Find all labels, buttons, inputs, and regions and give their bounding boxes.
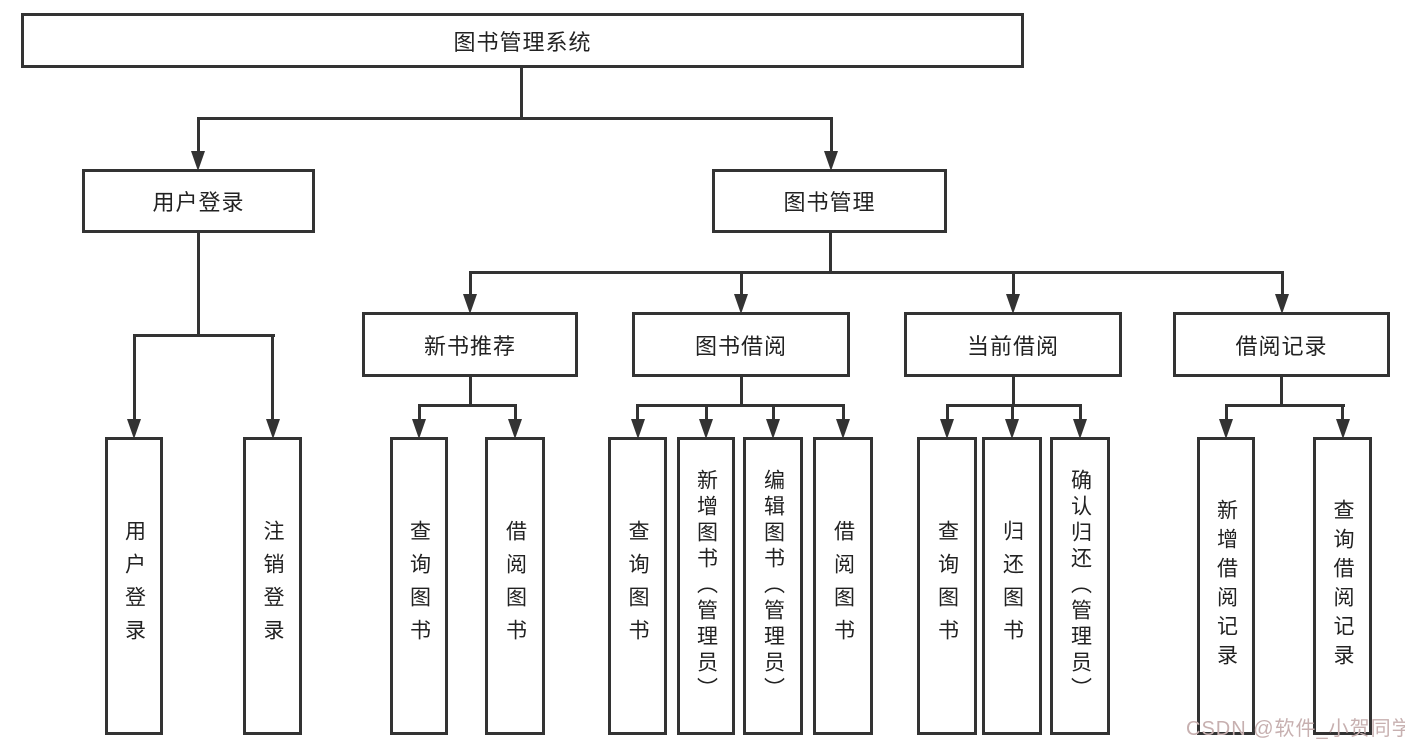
leaf-query-book-2: 查询图书 [608, 437, 667, 735]
connector-line [636, 405, 639, 423]
arrow-down-icon [630, 419, 645, 439]
arrow-down-icon [412, 419, 426, 439]
connector-line [945, 403, 1082, 407]
leaf-query-book-2-label: 查询图书 [626, 520, 649, 652]
leaf-add-borrow-record: 新增借阅记录 [1197, 437, 1255, 735]
arrow-down-icon [824, 151, 838, 171]
connector-line [196, 116, 833, 120]
arrow-down-icon [127, 419, 141, 439]
connector-line [1341, 405, 1344, 423]
node-user-login-label: 用户登录 [152, 190, 245, 215]
connector-line [1011, 272, 1015, 298]
connector-line [513, 405, 517, 423]
node-root: 图书管理系统 [21, 13, 1024, 68]
connector-line [829, 118, 833, 155]
arrow-down-icon [463, 294, 477, 314]
connector-line [519, 68, 523, 120]
leaf-logout-label: 注销登录 [261, 520, 284, 652]
node-current-borrow: 当前借阅 [904, 312, 1122, 377]
arrow-down-icon [836, 419, 850, 439]
connector-line [468, 377, 472, 407]
leaf-edit-book-admin-label: 编辑图书（管理员） [761, 469, 785, 703]
connector-line [841, 405, 845, 423]
connector-line [1279, 377, 1283, 407]
connector-line [1224, 405, 1228, 423]
leaf-query-book-3-label: 查询图书 [935, 520, 959, 652]
connector-line [1280, 272, 1284, 298]
arrow-down-icon [940, 419, 954, 439]
node-borrow-record: 借阅记录 [1173, 312, 1390, 377]
connector-line [945, 405, 949, 423]
csdn-watermark: CSDN @软件_小贺同学 [1186, 718, 1405, 740]
arrow-down-icon [1275, 294, 1289, 314]
leaf-query-book-1: 查询图书 [390, 437, 448, 735]
connector-line [132, 333, 275, 337]
connector-line [771, 405, 775, 423]
connector-line [271, 335, 274, 423]
node-borrow-record-label: 借阅记录 [1235, 333, 1328, 359]
connector-line [704, 405, 708, 423]
arrow-down-icon [1006, 294, 1020, 314]
node-book-borrow-label: 图书借阅 [694, 333, 787, 359]
arrow-down-icon [1005, 419, 1019, 439]
leaf-borrow-book-1: 借阅图书 [485, 437, 545, 735]
arrow-down-icon [1335, 419, 1350, 439]
connector-line [468, 272, 472, 298]
connector-line [468, 270, 1284, 274]
leaf-edit-book-admin: 编辑图书（管理员） [743, 437, 803, 735]
node-user-login: 用户登录 [82, 169, 315, 233]
connector-line [1011, 377, 1015, 407]
connector-line [635, 403, 845, 407]
connector-line [196, 233, 200, 337]
node-book-borrow: 图书借阅 [632, 312, 850, 377]
leaf-return-book-label: 归还图书 [1000, 520, 1024, 652]
node-book-management-label: 图书管理 [783, 190, 876, 215]
connector-line [1010, 405, 1014, 423]
leaf-user-login: 用户登录 [105, 437, 163, 735]
arrow-down-icon [1073, 419, 1087, 439]
arrow-down-icon [508, 419, 522, 439]
arrow-down-icon [1219, 419, 1233, 439]
node-current-borrow-label: 当前借阅 [966, 333, 1059, 359]
leaf-borrow-book-2: 借阅图书 [813, 437, 873, 735]
node-book-management: 图书管理 [712, 169, 947, 233]
leaf-borrow-book-2-label: 借阅图书 [831, 520, 855, 652]
connector-line [132, 335, 136, 423]
leaf-add-borrow-record-label: 新增借阅记录 [1214, 499, 1238, 673]
connector-line [417, 403, 517, 407]
connector-line [739, 272, 743, 298]
leaf-logout: 注销登录 [243, 437, 302, 735]
arrow-down-icon [734, 294, 748, 314]
leaf-add-book-admin: 新增图书（管理员） [677, 437, 735, 735]
leaf-query-borrow-record: 查询借阅记录 [1313, 437, 1372, 735]
leaf-user-login-label: 用户登录 [122, 520, 146, 652]
leaf-return-book: 归还图书 [982, 437, 1042, 735]
leaf-query-book-3: 查询图书 [917, 437, 977, 735]
arrow-down-icon [699, 419, 713, 439]
arrow-down-icon [766, 419, 780, 439]
connector-line [417, 405, 421, 423]
arrow-down-icon [191, 151, 205, 171]
leaf-query-book-1-label: 查询图书 [407, 520, 431, 652]
connector-line [1224, 403, 1345, 407]
leaf-confirm-return-admin: 确认归还（管理员） [1050, 437, 1110, 735]
leaf-add-book-admin-label: 新增图书（管理员） [694, 469, 718, 703]
connector-line [1078, 405, 1082, 423]
leaf-confirm-return-admin-label: 确认归还（管理员） [1068, 469, 1092, 703]
leaf-borrow-book-1-label: 借阅图书 [503, 520, 527, 652]
connector-line [828, 233, 832, 274]
node-new-book-recommend-label: 新书推荐 [423, 333, 516, 359]
node-new-book-recommend: 新书推荐 [362, 312, 578, 377]
leaf-query-borrow-record-label: 查询借阅记录 [1331, 499, 1354, 673]
connector-line [196, 118, 200, 155]
connector-line [739, 377, 743, 407]
node-root-label: 图书管理系统 [453, 29, 592, 55]
arrow-down-icon [265, 419, 280, 439]
